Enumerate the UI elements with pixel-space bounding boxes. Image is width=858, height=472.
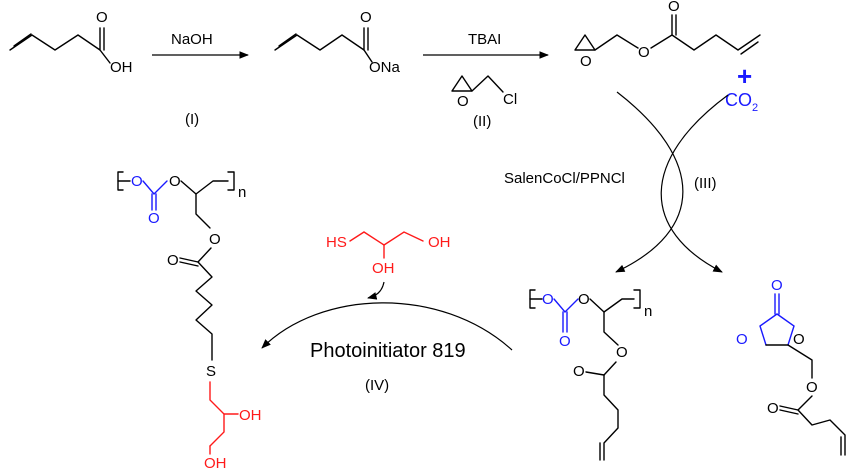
glycidyl-pentenoate: O O O [574,0,761,70]
fp-carbonyl-oxygen: O [148,210,160,227]
pentenoic-acid: O OH [9,9,133,76]
photoinitiator-label: Photoinitiator 819 [310,340,466,362]
sodium-pentenoate: O ONa [274,9,401,76]
naoh-reagent: NaOH [171,31,213,48]
fp-oxygen-1: O [131,173,143,190]
thiol-label: HS [326,234,347,251]
cc-ring-oxygen-2: O [793,331,805,348]
pc-pendant-carbonyl-oxygen: O [573,363,585,380]
plus-sign: + [737,61,752,91]
pc-oxygen-2: O [578,291,590,308]
glycidyl-epoxide-oxygen: O [580,53,592,70]
thioglycerol-secondary-oh: OH [372,260,395,277]
cc-ester-carbonyl-oxygen: O [767,400,779,417]
step-iii-label: (III) [694,175,717,192]
chlorine-label: Cl [503,91,517,108]
tbai-reagent: TBAI [468,31,501,48]
fp-pendant-oxygen: O [209,231,221,248]
thioglycerol-reagent: HS OH OH [326,231,451,277]
fp-repeat-n: n [238,184,246,201]
pc-pendant-oxygen: O [616,344,628,361]
thioether-sulfur: S [206,363,216,380]
functionalised-polycarbonate: O O O n O O S OH OH [117,171,262,472]
fp-ester-carbonyl-oxygen: O [167,252,179,269]
step-iv-label: (IV) [365,377,389,394]
carbonyl-oxygen-label: O [96,9,108,26]
cc-carbonyl-oxygen: O [771,277,783,294]
cc-ester-oxygen: O [806,379,818,396]
step-i-label: (I) [185,111,199,128]
pc-carbonyl-oxygen: O [559,333,571,350]
step-i-arrow: NaOH (I) [152,31,249,128]
fp-primary-oh: OH [204,455,227,472]
fp-secondary-oh: OH [239,407,262,424]
polycarbonate-product: O O O n O O [529,289,652,461]
cc-ring-oxygen-1: O [736,331,748,348]
step-ii-label: (II) [473,113,491,130]
epoxide-oxygen-label: O [457,93,469,110]
hydroxyl-label: OH [110,59,133,76]
ester-oxygen-label: O [638,44,650,61]
thioglycerol-primary-oh: OH [428,234,451,251]
catalyst-label: SalenCoCl/PPNCl [504,170,625,187]
step-ii-arrow: TBAI O Cl (II) [423,31,549,130]
pc-repeat-n: n [644,303,652,320]
sodium-carboxylate-label: ONa [369,59,401,76]
co2-label: CO2 [725,90,758,114]
cyclic-carbonate-product: O O O O O [736,277,846,456]
ester-carbonyl-oxygen: O [668,0,680,15]
step-iv-arrow: Photoinitiator 819 (IV) [261,281,513,394]
step-iii-arrows: SalenCoCl/PPNCl (III) [504,91,729,273]
carboxylate-oxygen-label: O [360,9,372,26]
pc-oxygen-1: O [542,291,554,308]
fp-oxygen-2: O [169,173,181,190]
